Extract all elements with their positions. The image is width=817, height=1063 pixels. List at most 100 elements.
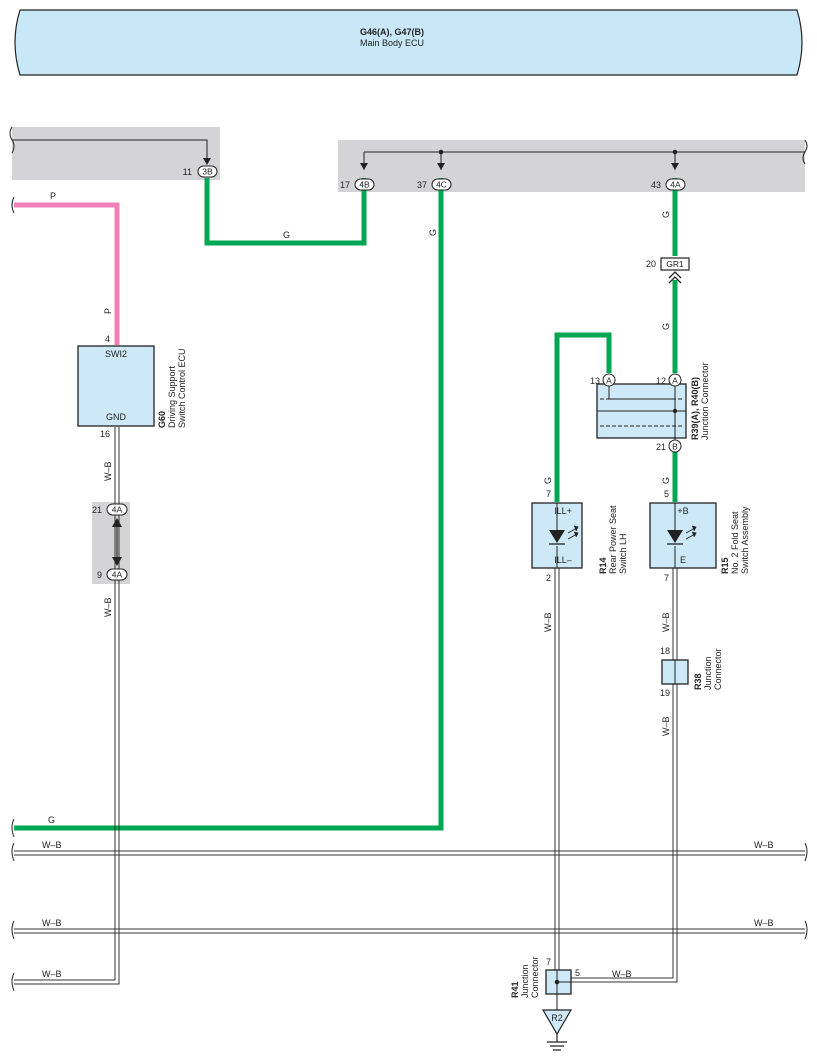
connector-gr1[interactable]: GR1 20: [646, 257, 690, 284]
wire-pink[interactable]: [14, 202, 120, 345]
left-break-marks: [11, 818, 15, 992]
r38-pin-19: 19: [660, 688, 670, 698]
pin-11: 11: [183, 167, 192, 177]
label-g-r14: G: [543, 477, 553, 484]
g60-pin-16: 16: [100, 429, 110, 439]
label-wb-bus1-left: W–B: [42, 840, 62, 850]
svg-text:A: A: [606, 376, 612, 386]
main-body-ecu-name: Main Body ECU: [360, 38, 424, 48]
label-wb-g60: W–B: [103, 461, 113, 481]
r38-name-2: Connector: [713, 648, 723, 690]
svg-text:3B: 3B: [202, 167, 213, 177]
r38-pin-18: 18: [660, 646, 670, 656]
right-break-marks: [804, 842, 808, 940]
label-wb-r15: W–B: [661, 612, 671, 632]
r14-term-ill-plus: ILL+: [554, 506, 572, 516]
arrow-3b-icon: [203, 158, 211, 165]
r14-pin-7: 7: [546, 489, 551, 499]
ground-label: R2: [551, 1013, 563, 1023]
left-panel-break-top: [9, 126, 15, 154]
connector-4b[interactable]: 4B 17: [340, 178, 375, 191]
wire-3b-to-4b[interactable]: [204, 178, 367, 246]
r14-name-2: Switch LH: [618, 533, 628, 574]
r14-switch[interactable]: ILL+ ILL– 7 2 R14 Rear Power Seat Switch…: [531, 489, 628, 583]
r15-pin-5: 5: [664, 489, 669, 499]
connector-3b[interactable]: 3B 11: [183, 165, 218, 178]
r38-id: R38: [693, 673, 703, 690]
g60-name-2: Switch Control ECU: [177, 348, 187, 428]
r14-name-1: Rear Power Seat: [608, 505, 618, 574]
r15-term-plus-b: +B: [677, 506, 688, 516]
r41-junction-connector[interactable]: 7 5 R41 Junction Connector: [510, 956, 580, 1010]
r14-id: R14: [598, 557, 608, 574]
r41-pin-5: 5: [575, 968, 580, 978]
ground-r2[interactable]: R2: [541, 1009, 573, 1051]
arrow-4a-icon: [671, 163, 679, 170]
label-wb-jc: W–B: [103, 597, 113, 617]
r39-pin-a13-marker: [602, 373, 616, 387]
svg-text:B: B: [672, 442, 678, 452]
r14-pin-2: 2: [546, 573, 551, 583]
svg-text:4A: 4A: [112, 570, 123, 580]
svg-text:A: A: [672, 376, 678, 386]
r38-junction-connector[interactable]: 18 19 R38 Junction Connector: [660, 646, 723, 698]
r15-name-2: Switch Assembly: [740, 506, 750, 574]
r15-term-e: E: [680, 555, 686, 565]
r15-pin-7: 7: [664, 573, 669, 583]
arrow-4c-icon: [437, 163, 445, 170]
r14-led-icon: [549, 530, 565, 543]
wire-4c-to-left[interactable]: [14, 178, 444, 831]
r15-name-1: No. 2 Fold Seat: [730, 511, 740, 574]
svg-text:GR1: GR1: [666, 259, 684, 269]
splice-dot-4a: [672, 149, 678, 155]
r38-name-1: Junction: [703, 656, 713, 690]
right-panel-break: [802, 139, 808, 165]
wire-labels: P P G G G G G G G W–B W–B W–B W–B W–B W–…: [42, 191, 774, 979]
label-wb-r14: W–B: [543, 612, 553, 632]
joint-connector-4a[interactable]: 4A 21 4A 9: [92, 503, 128, 581]
label-wb-r38: W–B: [661, 716, 671, 736]
label-g-4c: G: [428, 229, 438, 236]
left-ecu-panel: [12, 127, 220, 180]
r39-pin-21: 21: [656, 442, 666, 452]
r39-name: Junction Connector: [700, 362, 710, 440]
g60-term-gnd: GND: [106, 412, 127, 422]
g60-id: G60: [157, 411, 167, 428]
connector-4c[interactable]: 4C 37: [417, 178, 452, 191]
ground-symbol-icon: [547, 1034, 567, 1051]
r39-pin-a12-marker: [668, 373, 682, 387]
r41-pin-7: 7: [546, 957, 551, 967]
svg-text:4A: 4A: [112, 505, 123, 515]
main-body-ecu-box: [14, 9, 803, 76]
jc-arrow-up-icon: [112, 518, 122, 527]
wire-r39-to-r14[interactable]: [554, 332, 612, 502]
splice-dot-4c: [438, 149, 444, 155]
label-wb-bus2-right: W–B: [754, 918, 774, 928]
pin-37: 37: [417, 180, 427, 190]
svg-text:4A: 4A: [670, 180, 681, 190]
r39-pin-13: 13: [590, 376, 600, 386]
label-g-gr1: G: [661, 323, 671, 330]
gr1-chevron-icon: [668, 271, 682, 284]
label-wb-bottom-left: W–B: [42, 969, 62, 979]
label-wb-bus2-left: W–B: [42, 918, 62, 928]
label-g-4a: G: [661, 211, 671, 218]
r39-junction-connector[interactable]: A A B 13 12 21 R39(A), R40(B) Junction C…: [590, 362, 710, 453]
r15-switch[interactable]: +B E 5 7 R15 No. 2 Fold Seat Switch Asse…: [649, 489, 750, 583]
g60-ecu[interactable]: SWI2 GND 4 16 G60 Driving Support Switch…: [77, 334, 187, 439]
label-wb-r41-right: W–B: [612, 969, 632, 979]
connector-4a[interactable]: 4A 43: [651, 178, 686, 191]
r41-name-1: Junction: [520, 964, 530, 998]
pin-21: 21: [92, 505, 102, 515]
r39-pin-b21-marker: [668, 439, 682, 453]
label-pink-horizontal: P: [50, 191, 56, 201]
pin-43: 43: [651, 180, 661, 190]
label-g-bottom-left: G: [48, 815, 55, 825]
r41-name-2: Connector: [530, 956, 540, 998]
r41-id: R41: [510, 981, 520, 998]
g60-name-1: Driving Support: [167, 365, 177, 428]
label-g-3b-4b: G: [283, 230, 290, 240]
jc-arrow-down-icon: [112, 557, 122, 566]
pink-wire-break: [11, 196, 15, 214]
